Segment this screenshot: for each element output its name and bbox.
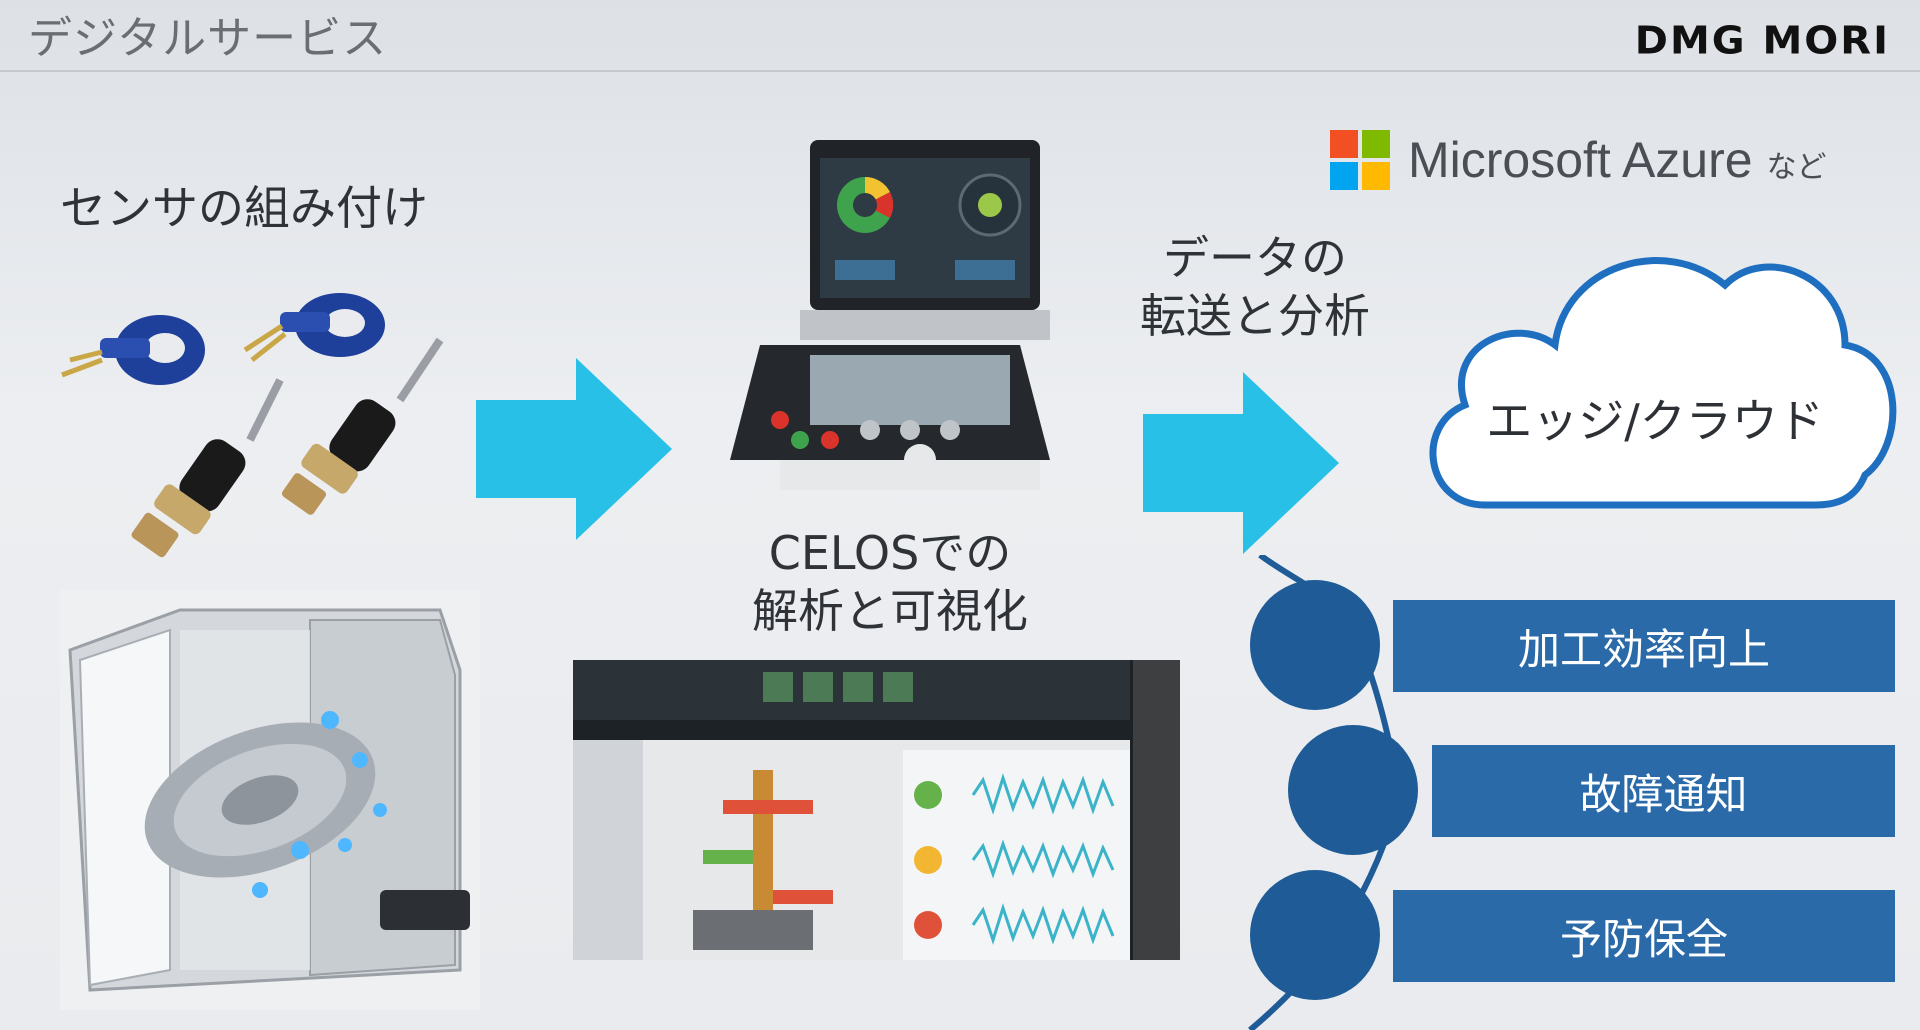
celos-analysis-label: CELOSでの 解析と可視化	[730, 525, 1050, 640]
data-transfer-label: データの 転送と分析	[1130, 230, 1380, 345]
header-divider	[0, 70, 1920, 72]
pressure-sensor-1	[131, 378, 284, 558]
slide-title: デジタルサービス	[28, 13, 388, 64]
arrow-sensor-to-celos	[476, 358, 672, 540]
benefit-failure-notice: 故障通知	[1432, 745, 1895, 837]
transfer-label-line1: データの	[1163, 231, 1347, 285]
provider-suffix: など	[1766, 150, 1827, 185]
pressure-sensor-2	[281, 337, 444, 515]
benefit-preventive-maintenance: 予防保全	[1393, 890, 1895, 982]
celos-label-line1: CELOSでの	[768, 526, 1012, 580]
edge-cloud-label: エッジ/クラウド	[1486, 394, 1824, 448]
celos-screen-image	[573, 660, 1180, 960]
arrow-celos-to-cloud	[1143, 372, 1339, 554]
benefit-efficiency: 加工効率向上	[1393, 600, 1895, 692]
microsoft-logo-icon	[1330, 130, 1390, 190]
benefit-connector	[1248, 555, 1418, 1030]
sensor-parts-image	[61, 293, 444, 558]
provider-name: Microsoft Azure	[1408, 132, 1753, 188]
ring-sensor-2	[243, 293, 385, 362]
machine-tool-image	[60, 590, 480, 1010]
celos-label-line2: 解析と可視化	[752, 583, 1028, 638]
celos-controller-image	[730, 140, 1050, 490]
dot-3	[1250, 870, 1380, 1000]
transfer-label-line2: 転送と分析	[1140, 288, 1370, 343]
ring-sensor-1	[61, 315, 205, 385]
cloud-icon	[1429, 257, 1897, 509]
provider-logo: Microsoft Azure など	[1330, 130, 1827, 190]
brand-logo: DMG MORI	[1634, 19, 1890, 63]
dot-2	[1288, 725, 1418, 855]
dot-1	[1250, 580, 1380, 710]
sensor-label: センサの組み付け	[60, 181, 428, 235]
